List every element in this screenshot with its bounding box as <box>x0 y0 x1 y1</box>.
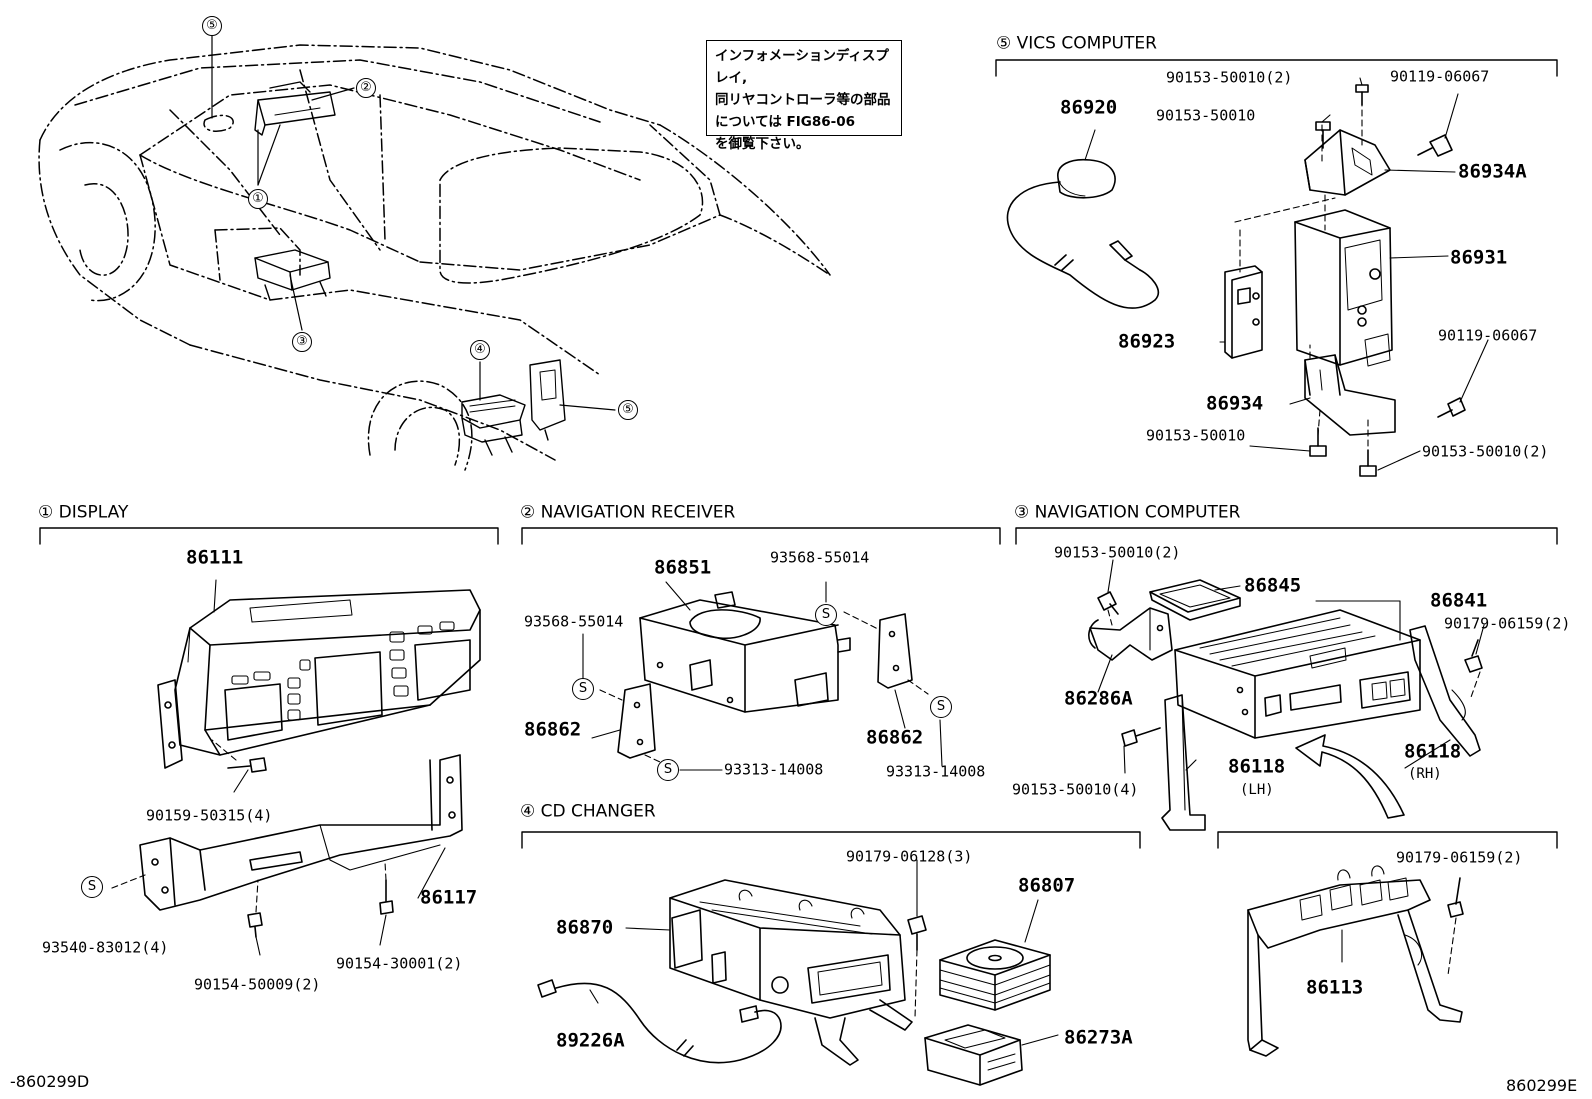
part-label: 93568-55014 <box>770 548 870 567</box>
part-label: 90154-30001(2) <box>336 954 463 973</box>
part-label: 86841 <box>1430 589 1488 612</box>
section-title-computer: ③ NAVIGATION COMPUTER <box>1014 502 1241 523</box>
car-marker-display: ① <box>248 189 268 209</box>
part-label: 86845 <box>1244 574 1302 597</box>
part-label: 93313-14008 <box>886 762 986 781</box>
part-label: 90179-06128(3) <box>846 847 973 866</box>
part-label: 93568-55014 <box>524 612 624 631</box>
section-title-receiver: ② NAVIGATION RECEIVER <box>520 502 736 523</box>
part-label: 90159-50315(4) <box>146 806 273 825</box>
reference-note: インフォメーションディスプレイ, 同リヤコントローラ等の部品 については FIG… <box>706 40 902 152</box>
fastener-symbol: S <box>930 696 952 718</box>
part-label: 86851 <box>654 556 712 579</box>
note-line-4: を御覧下さい。 <box>715 136 810 152</box>
part-label: 86117 <box>420 886 478 909</box>
cd-changer-drawing <box>537 859 1059 1086</box>
fastener-symbol: S <box>572 678 594 700</box>
section-brackets <box>39 59 1558 849</box>
part-label: (RH) <box>1408 766 1442 782</box>
part-label: 90153-50010(2) <box>1422 442 1549 461</box>
part-label: 90119-06067 <box>1390 67 1490 86</box>
part-label: 86273A <box>1064 1026 1133 1049</box>
section-title-cd-changer: ④ CD CHANGER <box>520 801 656 822</box>
car-marker-vics-2: ⑤ <box>618 400 638 420</box>
fastener-symbol: S <box>657 759 679 781</box>
part-label: 90153-50010 <box>1146 426 1246 445</box>
part-label: 86118 <box>1404 740 1462 763</box>
part-label: 90179-06159(2) <box>1396 848 1523 867</box>
part-label: 90119-06067 <box>1438 326 1538 345</box>
part-label: 90179-06159(2) <box>1444 614 1571 633</box>
part-label: 90153-50010 <box>1156 106 1256 125</box>
display-drawing <box>111 579 481 956</box>
note-line-3: については FIG86-06 <box>715 114 856 130</box>
vics-computer-drawing <box>1006 77 1489 477</box>
car-overview <box>38 33 831 471</box>
part-label: 86920 <box>1060 96 1118 119</box>
note-line-1: インフォメーションディスプレイ, <box>715 48 889 86</box>
part-label: 93540-83012(4) <box>42 938 169 957</box>
car-marker-computer: ③ <box>292 332 312 352</box>
navigation-computer-drawing <box>1088 559 1485 1057</box>
section-title-display: ① DISPLAY <box>38 502 129 523</box>
part-label: 90153-50010(2) <box>1054 543 1181 562</box>
part-label: 86111 <box>186 546 244 569</box>
car-marker-vics: ⑤ <box>202 16 222 36</box>
part-label: 86118 <box>1228 755 1286 778</box>
part-label: 86870 <box>556 916 614 939</box>
fastener-symbol: S <box>815 604 837 626</box>
note-line-2: 同リヤコントローラ等の部品 <box>715 92 891 108</box>
part-label: 86931 <box>1450 246 1508 269</box>
part-label: 86862 <box>866 726 924 749</box>
part-label: 86934A <box>1458 160 1527 183</box>
part-label: 86923 <box>1118 330 1176 353</box>
section-title-vics: ⑤ VICS COMPUTER <box>996 33 1157 54</box>
figure-id-left: -860299D <box>10 1072 90 1091</box>
part-label: (LH) <box>1240 782 1274 798</box>
part-label: 90154-50009(2) <box>194 975 321 994</box>
figure-id-right: 860299E <box>1506 1076 1578 1095</box>
part-label: 86934 <box>1206 392 1264 415</box>
part-label: 86286A <box>1064 687 1133 710</box>
part-label: 86807 <box>1018 874 1076 897</box>
part-label: 90153-50010(4) <box>1012 780 1139 799</box>
car-marker-receiver: ② <box>356 78 376 98</box>
part-label: 86862 <box>524 718 582 741</box>
navigation-receiver-drawing <box>582 581 943 771</box>
part-label: 89226A <box>556 1029 625 1052</box>
part-label: 90153-50010(2) <box>1166 68 1293 87</box>
part-label: 93313-14008 <box>724 760 824 779</box>
fastener-symbol: S <box>81 876 103 898</box>
part-label: 86113 <box>1306 976 1364 999</box>
car-marker-cd-changer: ④ <box>470 340 490 360</box>
